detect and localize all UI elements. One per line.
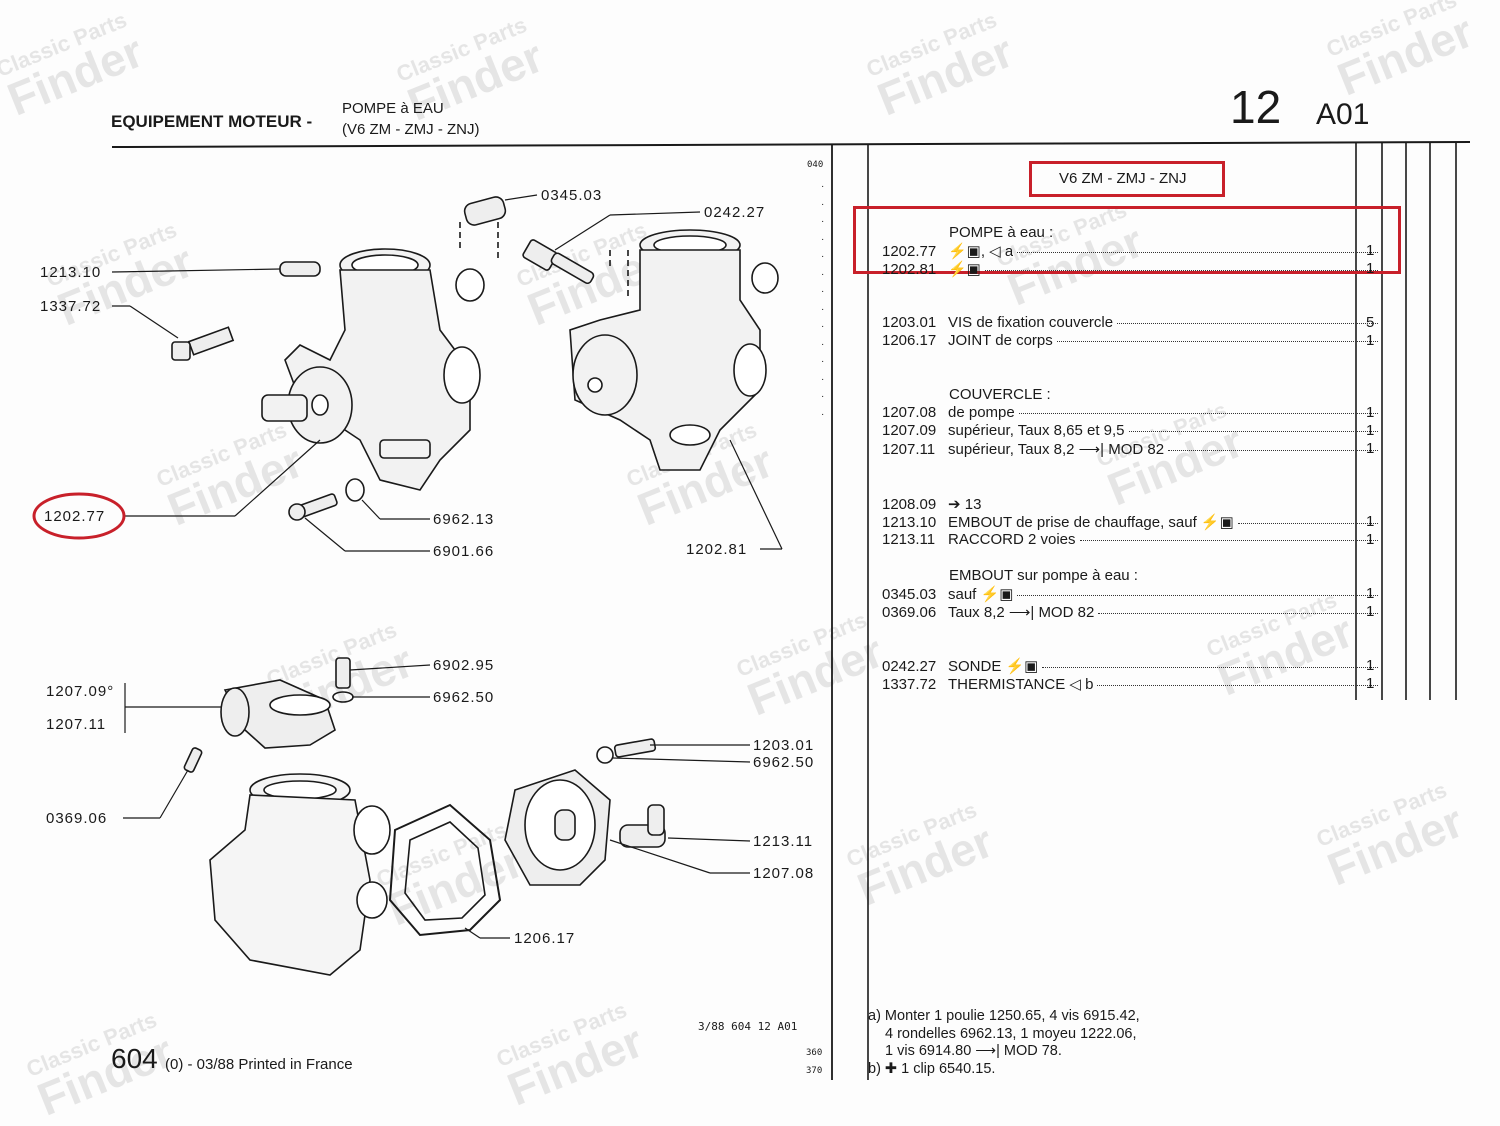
page-title: POMPE à EAU (V6 ZM - ZMJ - ZNJ) [342, 98, 479, 140]
page-title-line2: (V6 ZM - ZMJ - ZNJ) [342, 121, 480, 138]
label-1213-10: 1213.10 [40, 264, 101, 281]
note-a-line1: a) Monter 1 poulie 1250.65, 4 vis 6915.4… [868, 1008, 1140, 1024]
doc-reference: 3/88 604 12 A01 [698, 1020, 798, 1033]
label-1202-81: 1202.81 [686, 541, 747, 558]
label-6901-66: 6901.66 [433, 543, 494, 560]
margin-tick: 360 [806, 1048, 823, 1058]
list-item: 1202.81⚡▣1 [882, 260, 1382, 278]
heading-couvercle: COUVERCLE : [949, 386, 1051, 403]
label-0242-27: 0242.27 [704, 204, 765, 221]
label-1337-72: 1337.72 [40, 298, 101, 315]
pump-assembly-right [569, 229, 779, 471]
margin-tick: 040 [807, 160, 824, 170]
pump-housing-lower [209, 773, 391, 976]
label-0369-06: 0369.06 [46, 810, 107, 827]
highlight-circle [32, 492, 126, 540]
sensor-part [522, 239, 595, 285]
label-1213-11: 1213.11 [753, 833, 813, 850]
label-1207-11: 1207.11 [46, 716, 106, 733]
row-highlight-box [853, 206, 1401, 274]
note-a-line2: 4 rondelles 6962.13, 1 moyeu 1222.06, [885, 1026, 1137, 1042]
label-0345-03: 0345.03 [541, 187, 602, 204]
label-1207-09: 1207.09° [46, 683, 114, 700]
label-6962-50-b: 6962.50 [753, 754, 814, 771]
thermistor-part [171, 326, 235, 361]
label-1207-08: 1207.08 [753, 865, 814, 882]
thermostat-cover [220, 679, 336, 749]
page-number: 12 [1230, 81, 1282, 133]
page-code: A01 [1316, 98, 1370, 131]
heading-pompe: POMPE à eau : [949, 224, 1054, 241]
label-6962-50: 6962.50 [433, 689, 494, 706]
label-1203-01: 1203.01 [753, 737, 814, 754]
label-6962-13: 6962.13 [433, 511, 494, 528]
model-box-label: V6 ZM - ZMJ - ZNJ [1059, 170, 1187, 187]
list-item: 1208.09➔ 13 [882, 496, 982, 513]
page-title-line1: POMPE à EAU [342, 100, 444, 117]
gasket-part [388, 803, 502, 937]
footer-print-info: (0) - 03/88 Printed in France [165, 1056, 353, 1073]
note-b: b) ✚ 1 clip 6540.15. [868, 1061, 996, 1077]
footer-model: 604 [111, 1043, 158, 1074]
label-1202-77: 1202.77 [44, 508, 105, 525]
note-a-line3: 1 vis 6914.80 ⟶| MOD 78. [885, 1043, 1062, 1059]
margin-dots: ·············· [821, 181, 825, 420]
pump-cover-part [504, 769, 611, 886]
margin-tick: 370 [806, 1066, 823, 1076]
label-1206-17: 1206.17 [514, 930, 575, 947]
section-title: EQUIPEMENT MOTEUR - [111, 112, 313, 131]
pump-assembly-left [261, 248, 485, 491]
heading-embout: EMBOUT sur pompe à eau : [949, 567, 1138, 584]
label-6902-95: 6902.95 [433, 657, 494, 674]
model-highlight-box [1029, 161, 1225, 197]
